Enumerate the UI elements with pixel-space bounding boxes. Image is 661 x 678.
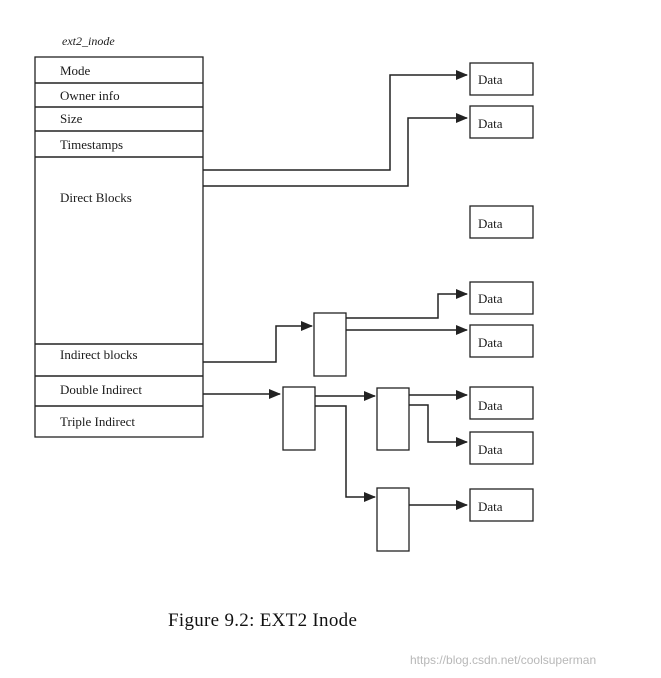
second-level-block	[376, 387, 410, 451]
data-block: Data	[469, 431, 534, 465]
double-level2-arrow	[315, 405, 376, 502]
direct-pointer-arrow	[203, 113, 468, 187]
watermark: https://blog.csdn.net/coolsuperman	[410, 653, 596, 667]
data-block: Data	[469, 62, 534, 96]
field-direct-blocks: Direct Blocks	[60, 190, 132, 205]
data-block-label: Data	[478, 335, 503, 350]
field-owner-info: Owner info	[60, 88, 120, 103]
data-block-label: Data	[478, 72, 503, 87]
inode-table	[34, 56, 204, 438]
field-timestamps: Timestamps	[60, 137, 123, 152]
second-level-block	[376, 487, 410, 552]
indirect-block	[313, 312, 347, 377]
field-triple-indirect: Triple Indirect	[60, 414, 135, 429]
data-block-label: Data	[478, 442, 503, 457]
second-level-data-arrow	[409, 404, 468, 447]
data-block: Data	[469, 488, 534, 522]
data-block: Data	[469, 105, 534, 139]
indirect-data-arrow	[346, 289, 468, 319]
direct-pointer-arrow	[203, 70, 468, 171]
field-mode: Mode	[60, 63, 91, 78]
data-block-label: Data	[478, 499, 503, 514]
data-block: Data	[469, 324, 534, 358]
data-block: Data	[469, 205, 534, 239]
double-indirect-block	[282, 386, 316, 451]
data-block-label: Data	[478, 216, 503, 231]
indirect-pointer-arrow	[203, 321, 313, 363]
data-block-label: Data	[478, 398, 503, 413]
data-block: Data	[469, 386, 534, 420]
figure-caption: Figure 9.2: EXT2 Inode	[168, 610, 357, 631]
data-block-label: Data	[478, 291, 503, 306]
data-block: Data	[469, 281, 534, 315]
field-size: Size	[60, 111, 83, 126]
data-block-label: Data	[478, 116, 503, 131]
field-indirect-blocks: Indirect blocks	[60, 347, 138, 362]
inode-title: ext2_inode	[62, 34, 115, 48]
field-double-indirect: Double Indirect	[60, 382, 142, 397]
